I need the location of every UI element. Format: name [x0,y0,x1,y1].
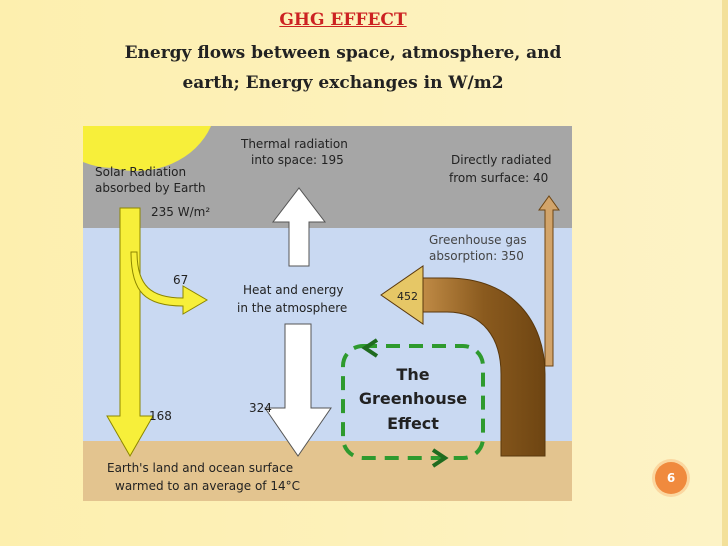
sun-icon [83,126,211,172]
cycle-arrow-bottom [431,448,449,468]
thermal-label-line-1: Thermal radiation [240,137,348,151]
solar-label-line-1: Solar Radiation [95,165,186,179]
surface-label-line-2: warmed to an average of 14°C [115,479,300,493]
page-number-badge: 6 [655,462,687,494]
value-324: 324 [249,401,272,415]
surface-layer [83,441,572,501]
direct-label-line-2: from surface: 40 [449,171,548,185]
thermal-label-line-2: into space: 195 [251,153,344,167]
surface-label-line-1: Earth's land and ocean surface [107,461,293,475]
thermal-radiation-arrow [271,187,327,267]
greenhouse-effect-box [341,344,485,460]
cycle-arrow-top [361,338,379,358]
direct-label-line-1: Directly radiated [451,153,551,167]
subtitle-line-2: earth; Energy exchanges in W/m2 [182,73,504,93]
greenhouse-diagram: Solar Radiation absorbed by Earth 235 W/… [83,126,572,501]
heat-label-line-1: Heat and energy [243,283,343,297]
direct-radiation-arrow [538,195,560,367]
solar-radiation-arrow [106,207,154,458]
value-452: 452 [397,290,418,303]
greenhouse-gas-pipe [422,277,546,457]
back-radiation-arrow [264,323,332,457]
absorption-arrowhead [380,265,424,325]
absorbed-atmosphere-arrow [130,251,208,315]
value-67: 67 [173,273,188,287]
ghg-label-line-1: Greenhouse gas [429,233,527,247]
slide-title: GHG EFFECT [279,10,407,30]
slide-border [722,0,728,546]
value-168: 168 [149,409,172,423]
heat-label-line-2: in the atmosphere [237,301,347,315]
effect-label-line-1: The [396,365,429,384]
slide-subtitle: Energy flows between space, atmosphere, … [60,38,626,98]
solar-label-line-2: absorbed by Earth [95,181,206,195]
atmosphere-layer [83,228,572,441]
subtitle-line-1: Energy flows between space, atmosphere, … [124,43,562,63]
ghg-label-line-2: absorption: 350 [429,249,524,263]
effect-label-line-2: Greenhouse [359,389,467,408]
solar-value: 235 W/m² [151,205,210,219]
effect-label-line-3: Effect [387,414,439,433]
